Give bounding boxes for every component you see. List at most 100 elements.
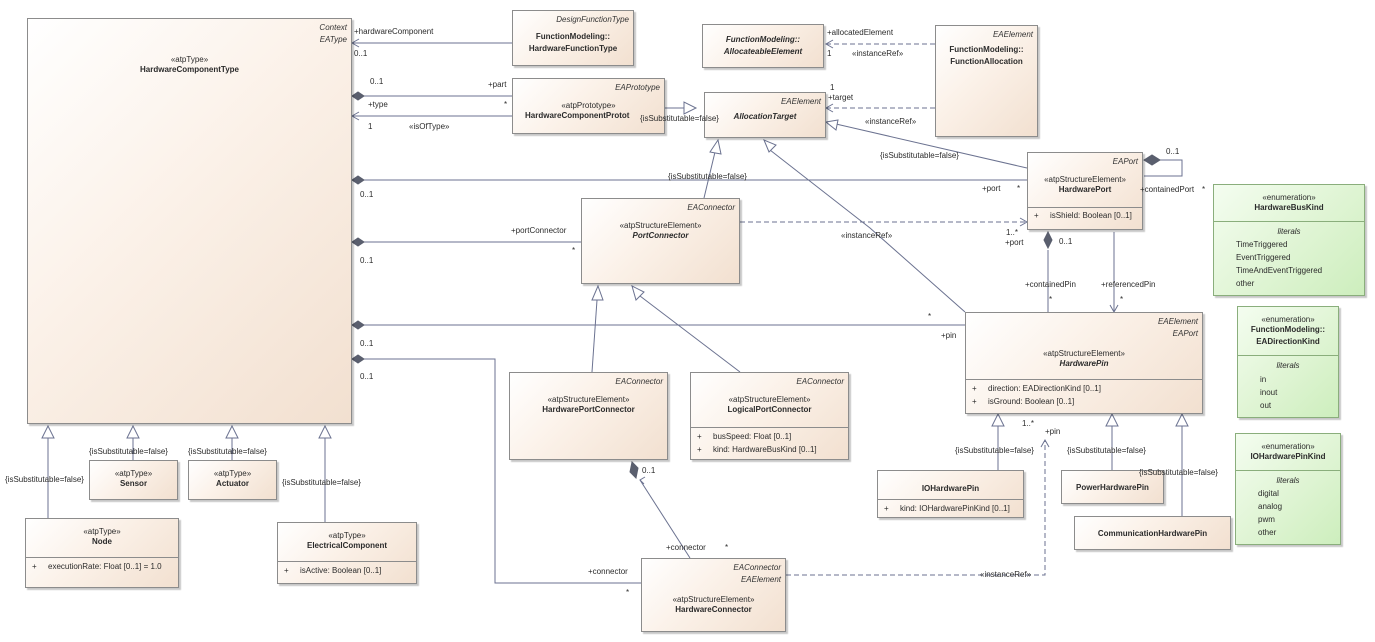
class-node[interactable]: «atpType» Node +executionRate: Float [0.… <box>25 518 179 588</box>
enum-literal: out <box>1260 401 1272 410</box>
enum-ea-direction-kind[interactable]: «enumeration» FunctionModeling:: EADirec… <box>1237 306 1339 418</box>
class-name-line: FunctionAllocation <box>950 57 1023 66</box>
class-name: Node <box>92 537 112 546</box>
enum-literal: analog <box>1258 502 1283 511</box>
constraint-label: {isSubstitutable=false} <box>282 478 361 487</box>
multiplicity-label: 1..* <box>1022 419 1035 428</box>
edge-port-connector-generalization <box>703 151 716 199</box>
role-pin: +pin <box>941 331 957 340</box>
stereotype-instance-ref: «instanceRef» <box>852 49 904 58</box>
enum-io-hardware-pin-kind[interactable]: «enumeration» IOHardwarePinKind literals… <box>1235 433 1341 545</box>
class-stereotype: «atpStructureElement» <box>728 395 811 404</box>
multiplicity-label: * <box>572 246 576 255</box>
role-port: +port <box>1005 238 1024 247</box>
class-name: HardwarePortConnector <box>542 405 635 414</box>
enum-literal: inout <box>1260 388 1278 397</box>
attribute-visibility: + <box>32 562 37 571</box>
class-attribute: +busSpeed: Float [0..1] <box>697 432 791 441</box>
class-allocation-target[interactable]: EAElement AllocationTarget <box>704 92 826 138</box>
class-name: CommunicationHardwarePin <box>1097 529 1208 538</box>
class-electrical-component[interactable]: «atpType» ElectricalComponent +isActive:… <box>277 522 417 584</box>
enum-literal: TimeTriggered <box>1236 240 1288 249</box>
enum-literal: pwm <box>1258 515 1275 524</box>
enum-hardware-bus-kind[interactable]: «enumeration» HardwareBusKind literals T… <box>1213 184 1365 296</box>
class-attribute: +isShield: Boolean [0..1] <box>1034 211 1132 220</box>
stereotype-instance-ref: «instanceRef» <box>980 570 1032 579</box>
class-allocateable-element[interactable]: FunctionModeling:: AllocateableElement <box>702 24 824 68</box>
attribute-text: isActive: Boolean [0..1] <box>300 566 382 575</box>
class-communication-hardware-pin[interactable]: CommunicationHardwarePin <box>1074 516 1231 550</box>
multiplicity-label: 0..1 <box>360 190 374 199</box>
class-sensor[interactable]: «atpType» Sensor <box>89 460 178 500</box>
multiplicity-label: 0..1 <box>360 372 374 381</box>
role-connector: +connector <box>588 567 628 576</box>
edge-lpc-generalization <box>639 295 741 373</box>
class-tag: EAElement <box>992 30 1033 39</box>
constraint-label: {isSubstitutable=false} <box>5 475 84 484</box>
class-stereotype: «atpStructureElement» <box>1044 175 1126 184</box>
attribute-text: busSpeed: Float [0..1] <box>713 432 792 441</box>
literals-header: literals <box>1276 361 1300 370</box>
role-target: +target <box>828 93 854 102</box>
class-name: HardwareComponentType <box>140 65 239 74</box>
role-allocated-element: +allocatedElement <box>827 28 894 37</box>
edge-hardware-port-generalization <box>835 123 1028 169</box>
class-stereotype: «atpStructureElement» <box>619 221 702 230</box>
multiplicity-label: 0..1 <box>354 49 368 58</box>
class-function-allocation[interactable]: EAElement FunctionModeling:: FunctionAll… <box>935 25 1038 137</box>
multiplicity-label: * <box>1120 295 1124 304</box>
multiplicity-label: * <box>725 543 729 552</box>
class-hardware-component-type[interactable]: Context EAType «atpType» HardwareCompone… <box>27 18 352 424</box>
class-hardware-pin[interactable]: EAElement EAPort «atpStructureElement» H… <box>965 312 1203 414</box>
role-connector: +connector <box>666 543 706 552</box>
class-hardware-connector[interactable]: EAConnector EAElement «atpStructureEleme… <box>641 558 786 632</box>
edge-hpc-generalization <box>591 299 598 373</box>
class-hardware-function-type[interactable]: DesignFunctionType FunctionModeling:: Ha… <box>512 10 634 66</box>
class-tag: EAPort <box>1172 329 1198 338</box>
stereotype-instance-ref: «instanceRef» <box>841 231 893 240</box>
class-logical-port-connector[interactable]: EAConnector «atpStructureElement» Logica… <box>690 372 849 460</box>
class-actuator[interactable]: «atpType» Actuator <box>188 460 277 500</box>
multiplicity-label: 0..1 <box>360 256 374 265</box>
constraint-label: {isSubstitutable=false} <box>1067 446 1146 455</box>
role-pin: +pin <box>1045 427 1061 436</box>
class-tag: EAPrototype <box>615 83 660 92</box>
literals-header: literals <box>1276 476 1300 485</box>
class-name: HardwareConnector <box>675 605 752 614</box>
class-stereotype: «atpType» <box>213 469 252 478</box>
class-tag: EAElement <box>740 575 781 584</box>
stereotype-instance-ref: «instanceRef» <box>865 117 917 126</box>
class-hardware-component-prototype[interactable]: EAPrototype «atpPrototype» HardwareCompo… <box>512 78 665 134</box>
class-tag: EAConnector <box>796 377 844 386</box>
multiplicity-label: 1 <box>368 122 373 131</box>
multiplicity-label: 0..1 <box>1166 147 1180 156</box>
class-stereotype: «atpType» <box>170 55 209 64</box>
class-stereotype: «atpType» <box>328 531 366 540</box>
class-name: LogicalPortConnector <box>727 405 812 414</box>
role-referenced-pin: +referencedPin <box>1101 280 1156 289</box>
class-name-line: AllocateableElement <box>723 47 803 56</box>
class-attribute: + isActive: Boolean [0..1] <box>284 566 381 575</box>
class-tag-context: Context <box>319 23 347 32</box>
class-stereotype: «atpPrototype» <box>561 101 616 110</box>
multiplicity-label: 1 <box>827 49 832 58</box>
enum-literal: digital <box>1258 489 1279 498</box>
class-name-line: FunctionModeling:: <box>1250 325 1326 334</box>
role-port-connector: +portConnector <box>511 226 567 235</box>
class-hardware-port-connector[interactable]: EAConnector «atpStructureElement» Hardwa… <box>509 372 668 460</box>
class-hardware-port[interactable]: EAPort «atpStructureElement» HardwarePor… <box>1027 152 1143 230</box>
class-tag-eatype: EAType <box>319 35 347 44</box>
class-name: AllocationTarget <box>733 112 797 121</box>
attribute-text: direction: EADirectionKind [0..1] <box>988 384 1101 393</box>
class-power-hardware-pin[interactable]: PowerHardwarePin <box>1061 470 1164 504</box>
class-port-connector[interactable]: EAConnector «atpStructureElement» PortCo… <box>581 198 740 284</box>
attribute-visibility: + <box>284 566 289 575</box>
class-attribute: +direction: EADirectionKind [0..1] <box>972 384 1101 393</box>
multiplicity-label: 1 <box>830 83 835 92</box>
enum-literal: other <box>1236 279 1255 288</box>
multiplicity-label: 0..1 <box>1059 237 1073 246</box>
role-part: +part <box>488 80 507 89</box>
attribute-text: kind: HardwareBusKind [0..1] <box>713 445 817 454</box>
class-io-hardware-pin[interactable]: IOHardwarePin +kind: IOHardwarePinKind [… <box>877 470 1024 518</box>
